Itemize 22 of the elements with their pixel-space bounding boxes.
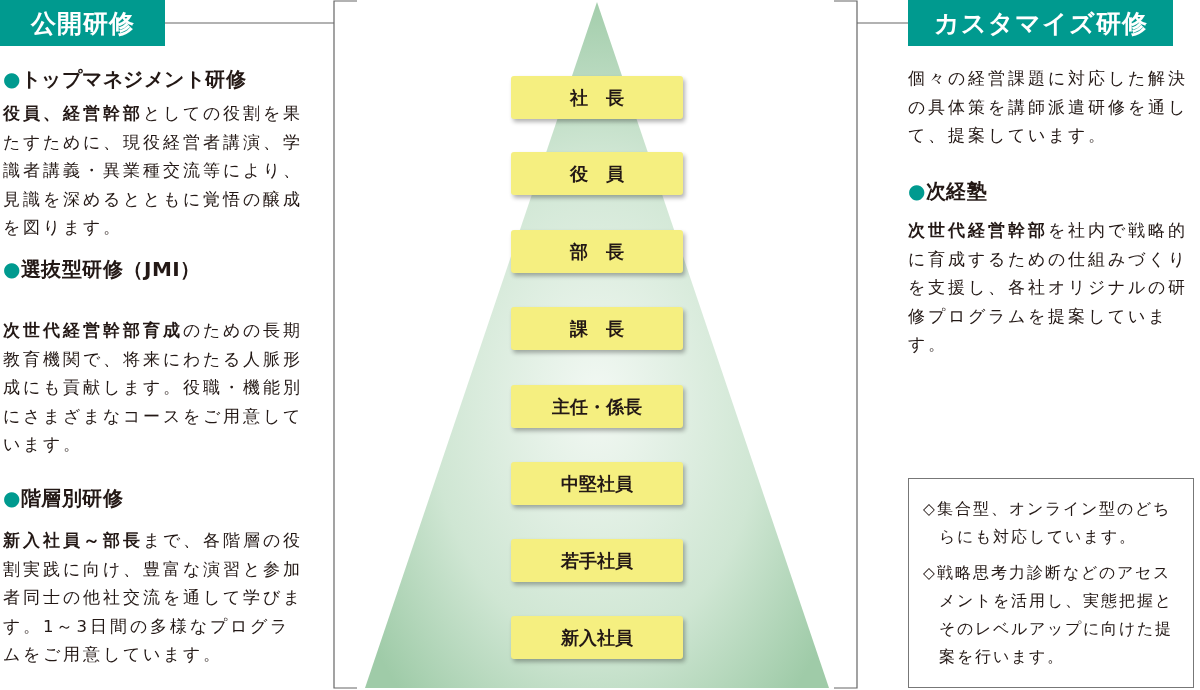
description-text: 次世代経営幹部を社内で戦略的に育成するための仕組みづくりを支援し、各社オリジナルの研修プログラムを提案しています。 — [908, 220, 1189, 356]
note-text: ◇集合型、オンライン型のどちらにも対応しています。 — [923, 499, 1172, 548]
description-text: 役員、経営幹部としての役割を果たすために、現役経営者講演、学識者講義・異業種交流等により、見識を深めるとともに覚悟の醸成を図ります。 — [3, 103, 304, 239]
description-text: 個々の経営課題に対応した解決の具体策を講師派遣研修を通して、提案しています。 — [908, 68, 1189, 147]
note-text: ◇戦略思考力診断などのアセスメントを活用し、実態把握とそのレベルアップに向けた提案を行います。 — [923, 563, 1174, 668]
level-box: 課 長 — [511, 307, 683, 350]
level-box: 主任・係長 — [511, 385, 683, 428]
section-tag: カスタマイズ研修 — [908, 0, 1173, 46]
note-box — [908, 478, 1194, 688]
level-box: 役 員 — [511, 152, 683, 195]
description-text: 次世代経営幹部育成のための長期教育機関で、将来にわたる人脈形成にも貢献します。役職・機能別にさまざまなコースをご用意しています。 — [3, 320, 304, 456]
level-box: 中堅社員 — [511, 462, 683, 505]
section-heading: ●階層別研修 — [3, 485, 125, 512]
section-heading: ●選抜型研修（JMI） — [3, 256, 202, 283]
level-box: 新入社員 — [511, 616, 683, 659]
section-heading: ●次経塾 — [908, 178, 989, 205]
section-tag: 公開研修 — [0, 0, 165, 46]
section-heading: ●トップマネジメント研修 — [3, 66, 248, 93]
level-box: 社 長 — [511, 76, 683, 119]
level-box: 部 長 — [511, 230, 683, 273]
level-box: 若手社員 — [511, 539, 683, 582]
description-text: 新入社員～部長まで、各階層の役割実践に向け、豊富な演習と参加者同士の他社交流を通して学びます。1～3日間の多様なプログラムをご用意しています。 — [3, 530, 304, 666]
